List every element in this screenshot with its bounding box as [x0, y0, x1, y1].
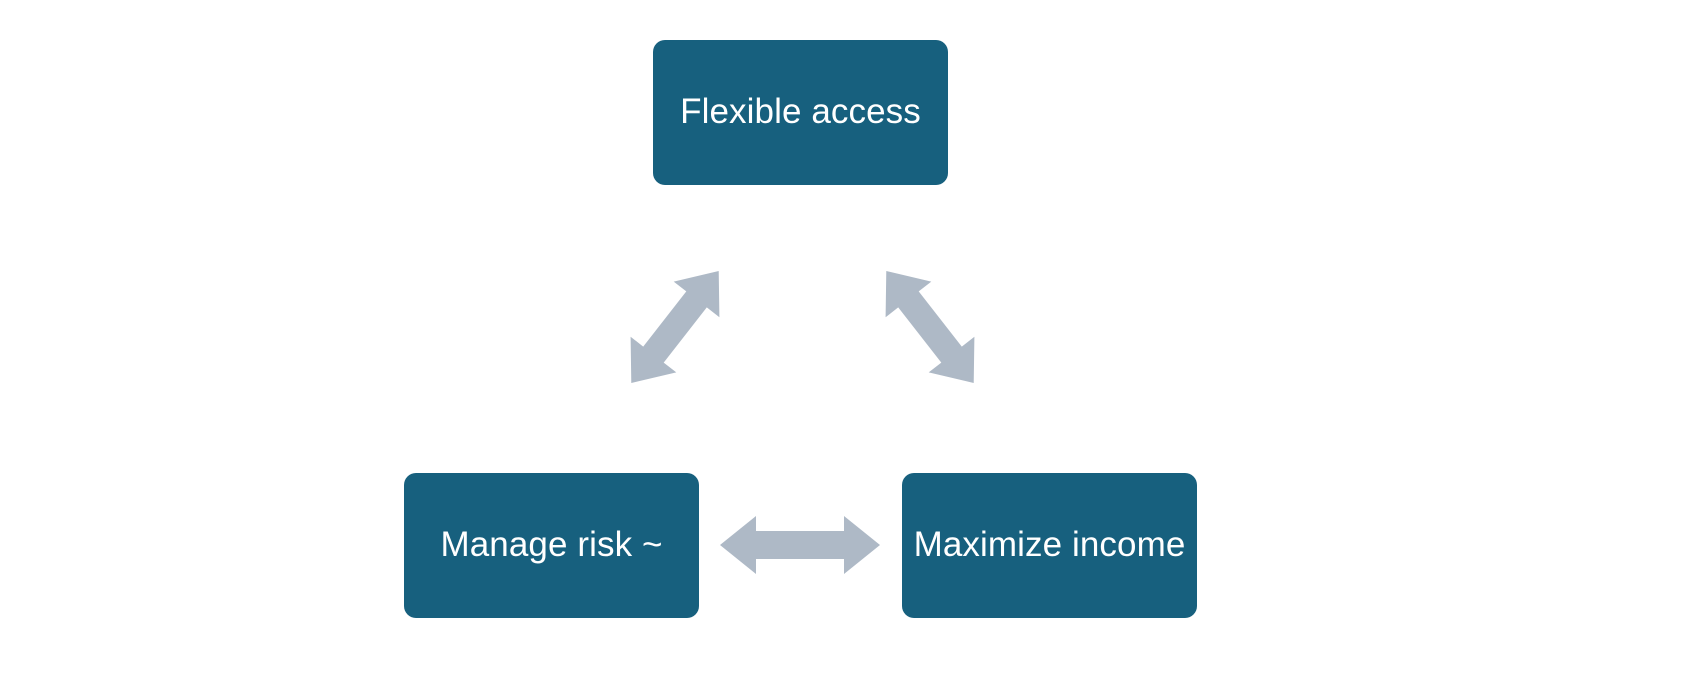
node-manage-risk[interactable]: Manage risk ~ — [404, 473, 699, 618]
node-maximize-income-label: Maximize income — [913, 525, 1186, 565]
node-manage-risk-label: Manage risk ~ — [440, 525, 663, 565]
double-headed-arrow-horizontal-icon — [720, 516, 880, 574]
double-headed-arrow-diagonal-icon-left — [630, 271, 720, 383]
node-flexible-access-label: Flexible access — [680, 92, 921, 132]
double-headed-arrow-diagonal-icon-right — [885, 271, 975, 383]
node-flexible-access[interactable]: Flexible access — [653, 40, 948, 185]
node-maximize-income[interactable]: Maximize income — [902, 473, 1197, 618]
